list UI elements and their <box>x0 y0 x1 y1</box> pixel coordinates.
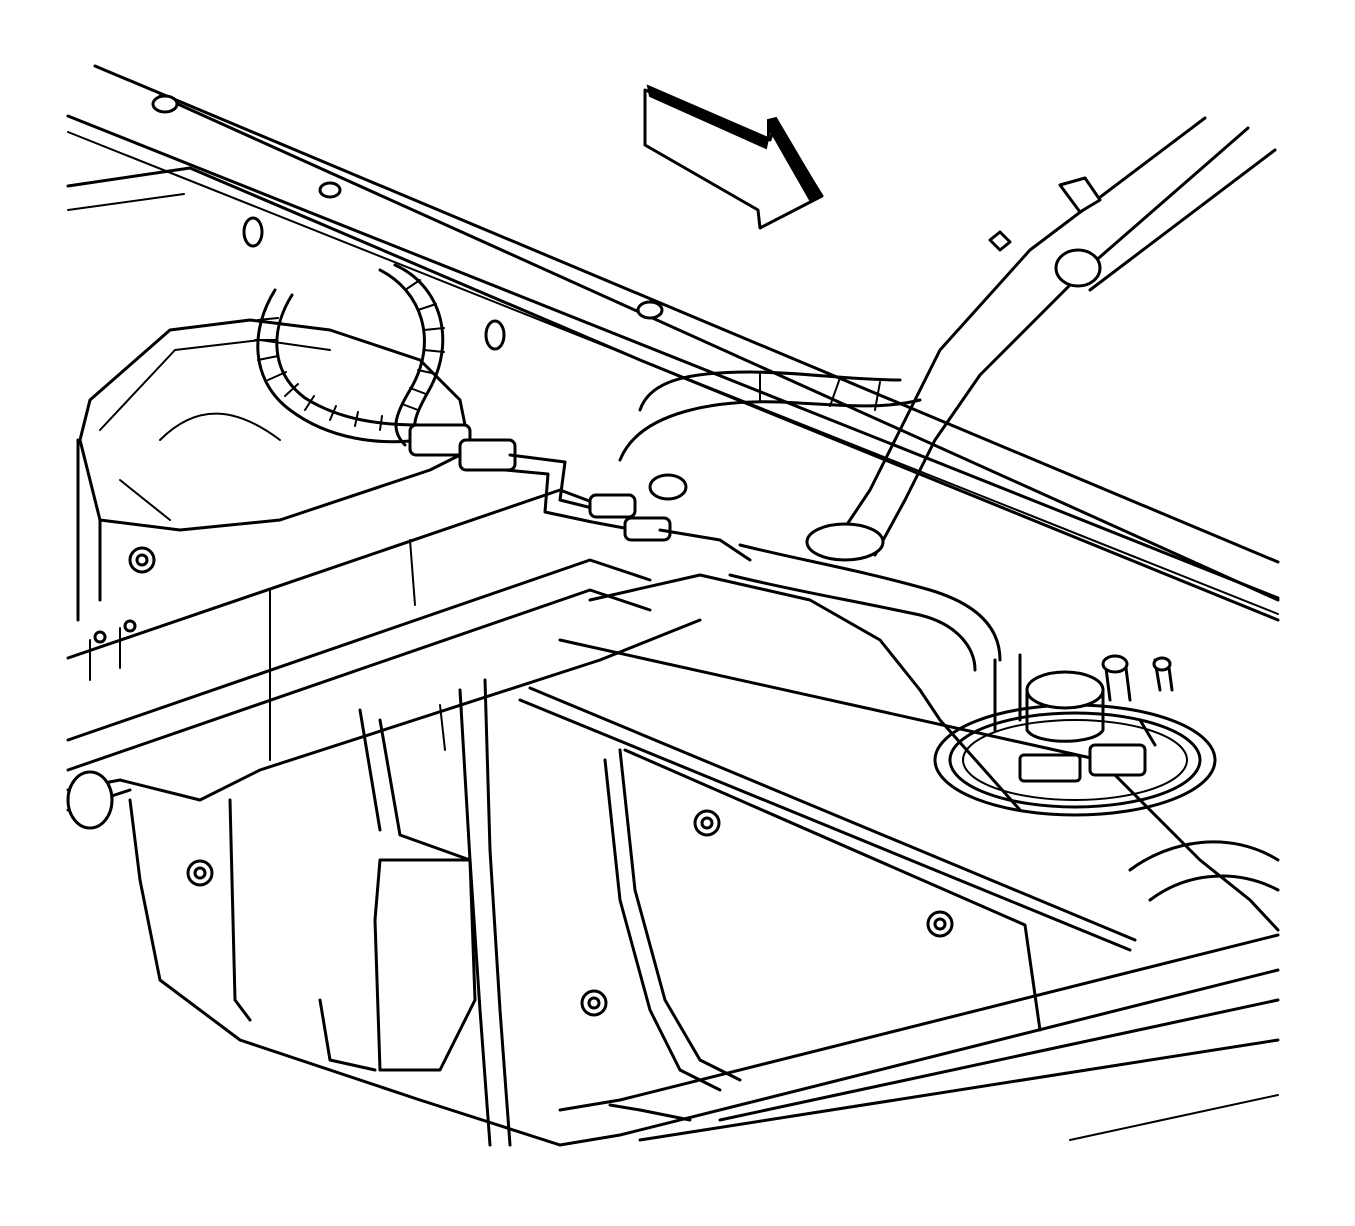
fuel-tank <box>130 575 1278 1145</box>
fuel-lines <box>505 455 750 560</box>
fill-neck-hose <box>620 118 1275 670</box>
direction-arrow <box>645 86 822 228</box>
fuel-pump-module <box>935 655 1215 815</box>
frame-rail-upper <box>68 66 1278 620</box>
frame-crossmember <box>68 490 700 828</box>
tank-strap <box>560 935 1278 1145</box>
evap-canister <box>78 320 470 620</box>
canister-vent-hose <box>255 265 515 470</box>
